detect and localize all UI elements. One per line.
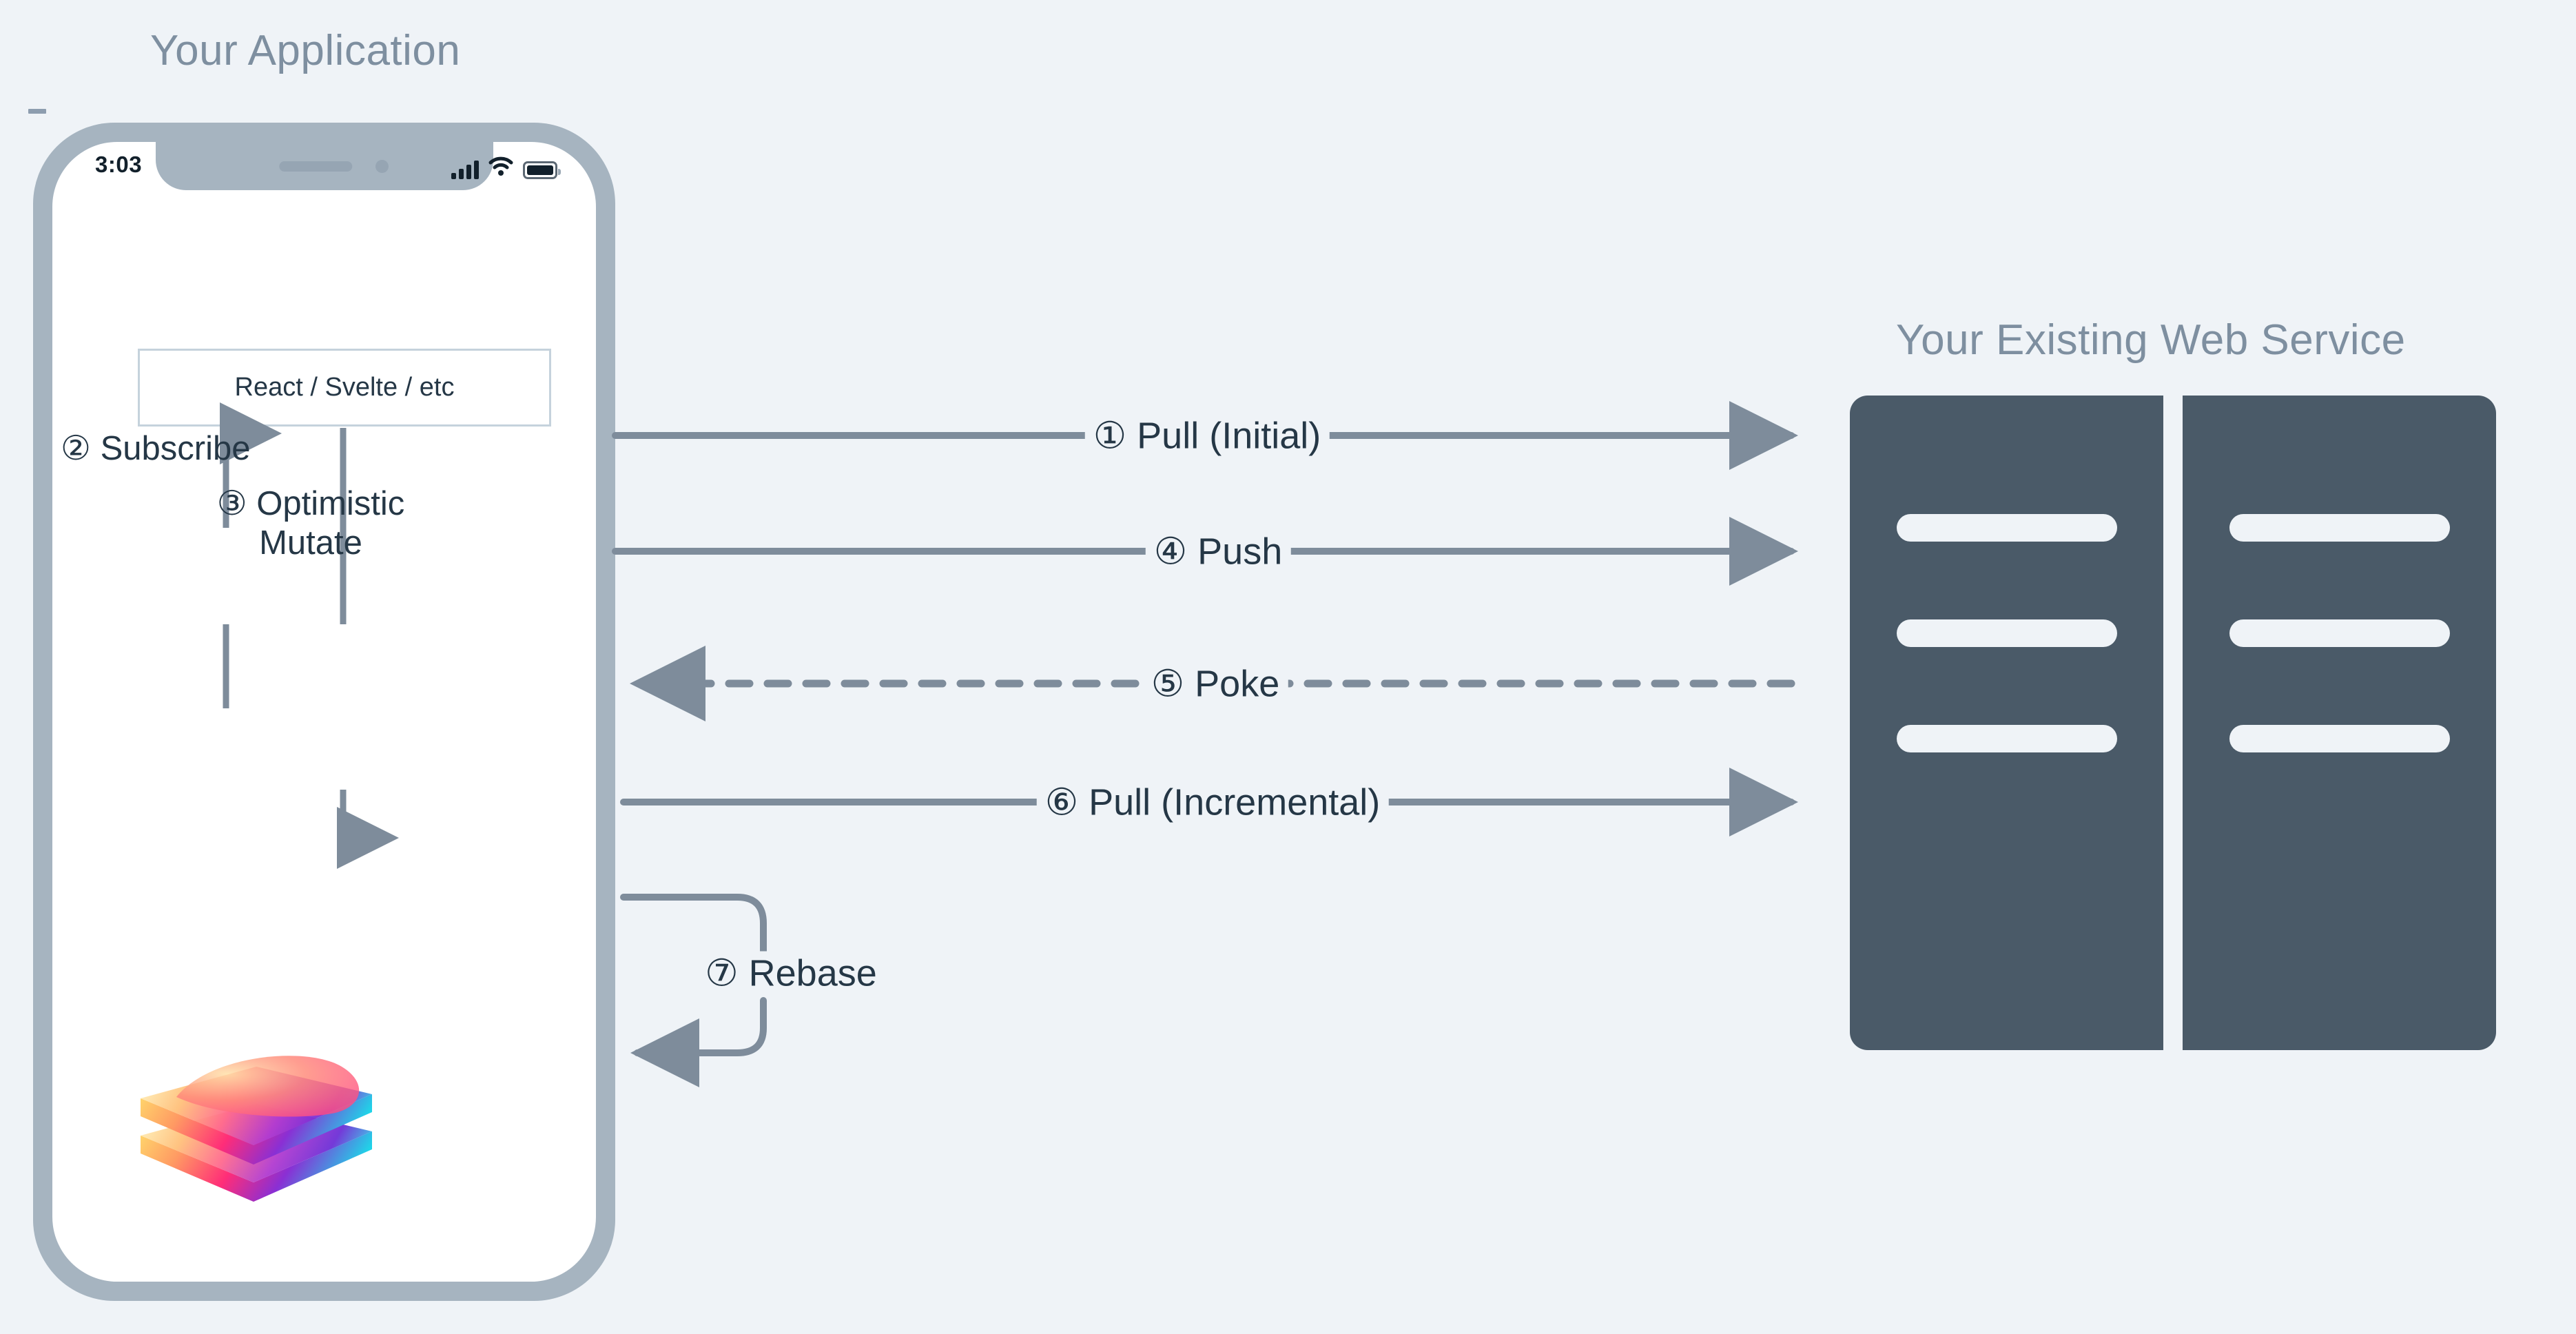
step-optimistic-mutate-label: ③ Optimistic Mutate xyxy=(216,485,405,562)
status-bar-icons xyxy=(451,156,561,179)
camera-icon xyxy=(375,160,389,173)
server-left xyxy=(1850,396,2163,1050)
server-right xyxy=(2183,396,2496,1050)
your-application-heading: Your Application xyxy=(150,27,461,74)
server-bar xyxy=(1897,619,2117,647)
flow-label-rebase: ⑦ Rebase xyxy=(697,951,885,995)
battery-icon xyxy=(523,161,561,179)
flow-label-pull-incremental: ⑥ Pull (Incremental) xyxy=(1036,780,1389,824)
phone-device: 3:03 React / Svelte / etc xyxy=(33,123,615,1301)
server-bar xyxy=(2229,619,2450,647)
flow-label-pull-initial: ① Pull (Initial) xyxy=(1084,413,1330,458)
phone-screen: 3:03 React / Svelte / etc xyxy=(52,142,596,1282)
dash-marker xyxy=(28,109,46,114)
cellular-signal-icon xyxy=(451,160,479,179)
server-bar xyxy=(1897,725,2117,752)
flow-label-push: ④ Push xyxy=(1145,529,1291,573)
replicache-logo xyxy=(135,1045,466,1217)
speaker-icon xyxy=(278,161,352,172)
server-bar xyxy=(2229,514,2450,542)
flow-label-poke: ⑤ Poke xyxy=(1142,661,1288,706)
server-bar xyxy=(2229,725,2450,752)
framework-box-label: React / Svelte / etc xyxy=(234,373,455,402)
server-bar xyxy=(1897,514,2117,542)
your-existing-web-service-heading: Your Existing Web Service xyxy=(1896,316,2406,364)
status-bar-time: 3:03 xyxy=(95,152,143,177)
wifi-icon xyxy=(488,156,513,179)
step-subscribe-label: ② Subscribe xyxy=(61,430,251,467)
framework-box: React / Svelte / etc xyxy=(138,349,551,427)
phone-notch xyxy=(155,142,493,190)
